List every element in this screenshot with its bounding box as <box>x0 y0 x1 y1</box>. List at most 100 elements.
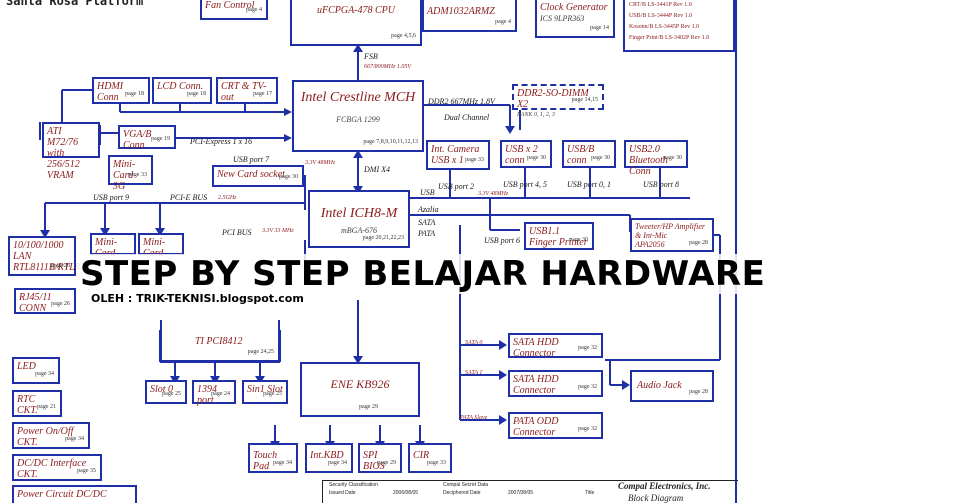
touchpad-label: Touch Pad <box>253 450 278 472</box>
deciphered-date-label: Deciphered Date <box>443 490 481 496</box>
usb-x2-label: USB x 2 conn <box>505 144 538 166</box>
lcd-block: LCD Conn. page 18 <box>152 77 212 104</box>
usb-port6-label: USB port 6 <box>484 236 520 245</box>
dmi-label: DMI X4 <box>364 165 390 174</box>
ddr2-block: DDR2-SO-DIMM X2 BANK 0, 1, 2, 3 page 14,… <box>512 84 604 118</box>
pci-bus-label: PCI BUS <box>222 228 252 237</box>
ich8-label: Intel ICH8-M <box>320 206 398 221</box>
sub-board-item: Kosonn/B LS-3445P Rev 1.0 <box>629 24 700 30</box>
pci-express-label: PCI-Express 1 x 16 <box>190 137 253 146</box>
power-onoff-block: Power On/Off CKT. page 34 <box>12 422 90 449</box>
lan-page: page 26 <box>51 263 70 269</box>
vga-b-label: VGA/B Conn. <box>123 129 152 151</box>
fsb-label: FSB <box>364 52 378 61</box>
sin1-slot-page: page 25 <box>263 391 282 397</box>
secret-data: Compal Secret Data <box>443 482 489 488</box>
sata-label: SATA <box>418 218 436 227</box>
usb-speed-right-label: 3.3V 48MHz <box>478 191 509 197</box>
port-1394-label: 1394 port <box>197 384 217 406</box>
tweeter-block: Tweeter/HP Amplifier & Int-Mic APA2056 p… <box>630 218 714 252</box>
ene-kb926-block: ENE KB926 page 29 <box>300 362 420 417</box>
overlay-byline: OLEH : TRIK-TEKNISI.blogspot.com <box>88 292 307 305</box>
lcd-label: LCD Conn. <box>157 81 204 92</box>
fan-control-block: Fan Control page 4 <box>200 0 268 20</box>
port-1394-block: 1394 port page 24 <box>192 380 236 406</box>
port-1394-page: page 24 <box>211 391 230 397</box>
spi-bios-block: SPI BIOS page 29 <box>358 443 402 473</box>
slot0-label: Slot 0 <box>150 384 174 395</box>
power-onoff-label: Power On/Off CKT. <box>17 426 74 448</box>
hdmi-page: page 18 <box>125 91 144 97</box>
cpu-block: uFCPGA-478 CPU page 4,5,6 <box>290 0 422 46</box>
lan-block: 10/100/1000 LAN RTL8111B/RTL81 page 26 <box>8 236 85 276</box>
azalia-label: Azalia <box>418 205 439 214</box>
dual-channel-label: Dual Channel <box>444 113 490 122</box>
mini-card-1-block: Mini-Card <box>90 233 136 259</box>
ich8-block: Intel ICH8-M mBGA-676 page 20,21,22,23 <box>308 190 410 248</box>
new-card-block: New Card socket page 30 <box>212 165 304 187</box>
tweeter-page: page 28 <box>689 240 708 246</box>
pata-slave-label: PATA Slave <box>460 415 488 421</box>
ddr2-speed-label: DDR2 667MHz 1.8V <box>428 97 495 106</box>
sata-hdd-1-label: SATA HDD Connector <box>513 337 559 359</box>
mch-block: Intel Crestline MCH FCBGA 1299 page 7,8,… <box>292 80 424 152</box>
mch-sub: FCBGA 1299 <box>336 115 380 124</box>
pci-speed-label: 3.3V 33 MHz <box>262 228 294 234</box>
pata-label: PATA <box>418 229 436 238</box>
hdmi-label: HDMI Conn <box>97 81 124 103</box>
sata-hdd-2-label: SATA HDD Connector <box>513 374 559 396</box>
bluetooth-page: page 30 <box>663 155 682 161</box>
vga-b-block: VGA/B Conn. page 19 <box>118 125 176 151</box>
int-kbd-page: page 34 <box>328 460 347 466</box>
platform-title: Santa Rosa Platform <box>6 0 144 8</box>
new-card-page: page 30 <box>279 174 298 180</box>
cir-label: CIR <box>413 450 430 461</box>
spi-bios-label: SPI BIOS <box>363 450 385 472</box>
v25-label: 2.5GHz <box>218 195 237 201</box>
crt-tv-block: CRT & TV-out page 17 <box>216 77 278 104</box>
mini-card-3g-page: page 33 <box>128 172 147 178</box>
new-card-label: New Card socket <box>217 169 285 180</box>
adm-block: ADM1032ARMZ page 4 <box>422 0 517 32</box>
sata-hdd-1-block: SATA HDD Connector page 32 <box>508 333 603 359</box>
mini-card-3g-block: Mini-Card 3G page 33 <box>108 155 153 192</box>
spi-bios-page: page 29 <box>377 460 396 466</box>
pata-odd-page: page 32 <box>578 426 597 432</box>
cpu-page: page 4,5,6 <box>391 33 416 39</box>
overlay-banner-title: STEP BY STEP BELAJAR HARDWARE <box>76 254 770 294</box>
issued-date-label: Issued Date <box>329 490 356 496</box>
company-name: Compal Electronics, Inc. <box>618 481 711 491</box>
touchpad-block: Touch Pad page 34 <box>248 443 298 473</box>
power-dcdc-block: Power Circuit DC/DC <box>12 485 137 503</box>
ati-label: ATI M72/76 with 256/512 VRAM <box>47 126 80 181</box>
sub-board-item: CRT/B LS-3441P Rev 1.0 <box>629 2 692 8</box>
sin1-slot-block: Sin1 Slot page 25 <box>242 380 288 404</box>
sub-board-item: Finger Print/B LS-3402P Rev 1.0 <box>629 35 710 41</box>
dcdc-interface-label: DC/DC Interface CKT. <box>17 458 87 480</box>
int-kbd-block: Int.KBD page 34 <box>305 443 353 473</box>
led-label: LED <box>17 361 36 372</box>
rj45-page: page 26 <box>51 301 70 307</box>
int-camera-page: page 33 <box>465 157 484 163</box>
usb-port2-label: USB port 2 <box>438 182 474 191</box>
ddr2-sub: BANK 0, 1, 2, 3 <box>517 112 555 118</box>
mini-card-2-block: Mini-Card <box>138 233 184 259</box>
ddr2-label: DDR2-SO-DIMM X2 <box>517 88 589 110</box>
usb-port7-label: USB port 7 <box>233 155 269 164</box>
dcdc-interface-page: page 35 <box>77 468 96 474</box>
adm-page: page 4 <box>495 19 511 25</box>
sata1-label: SATA 1 <box>465 370 483 376</box>
cir-block: CIR page 33 <box>408 443 452 473</box>
lan-label: 10/100/1000 LAN RTL8111B/RTL81 <box>13 240 85 273</box>
deciphered-date-value: 2007/08/05 <box>508 490 534 496</box>
vga-b-page: page 19 <box>151 136 170 142</box>
usb-port8-label: USB port 8 <box>643 180 679 189</box>
ich8-sub: mBGA-676 <box>341 226 377 235</box>
usb-b-block: USB/B conn page 30 <box>562 140 616 168</box>
slot0-page: page 25 <box>162 391 181 397</box>
rj45-block: RJ45/11 CONN page 26 <box>14 288 76 314</box>
usb-port9-label: USB port 9 <box>93 193 129 202</box>
bluetooth-label: USB2.0 Bluetooth Conn <box>629 144 668 177</box>
clock-generator-sub: ICS 9LPR363 <box>540 14 585 23</box>
usb-port45-label: USB port 4, 5 <box>503 180 547 189</box>
